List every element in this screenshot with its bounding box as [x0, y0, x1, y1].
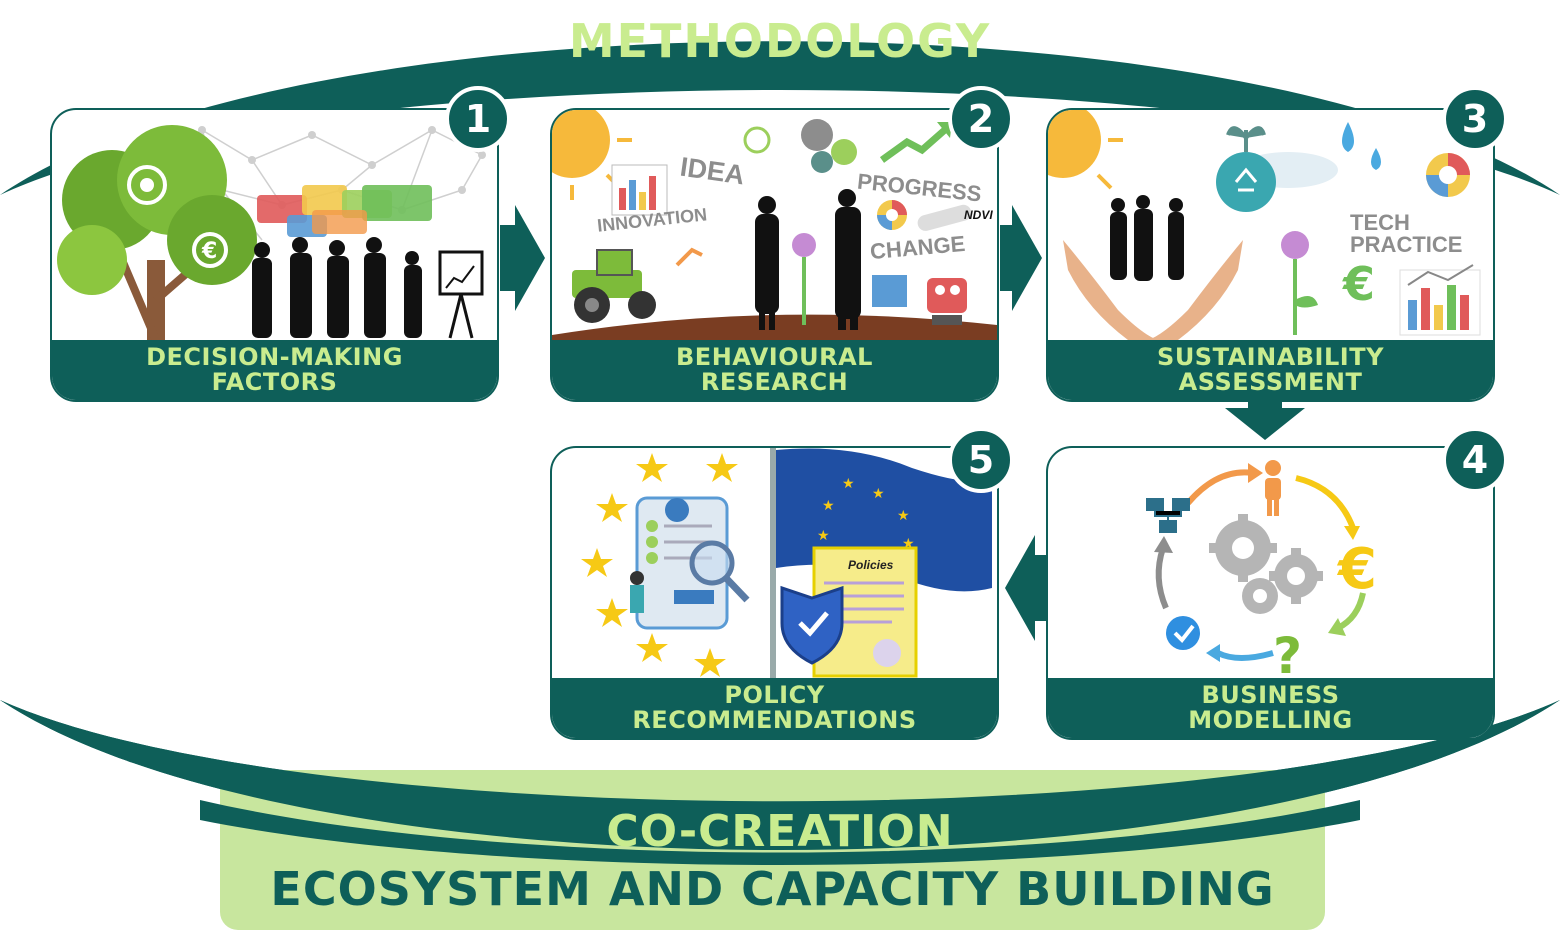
- step-label-1: DECISION-MAKING FACTORS: [52, 340, 497, 400]
- svg-text:€: €: [1336, 537, 1377, 602]
- svg-text:★: ★: [897, 508, 910, 524]
- policy-recommendations-illustration: ★★★★★★★: [581, 448, 992, 678]
- step-card-5: ★★★★★★★ Policies POLICY RECOMMENDATIONS: [550, 446, 999, 740]
- methodology-title: METHODOLOGY: [568, 14, 992, 68]
- svg-text:€: €: [201, 239, 217, 264]
- ecosystem-title: ECOSYSTEM AND CAPACITY BUILDING: [270, 862, 1275, 916]
- svg-text:★: ★: [817, 528, 830, 544]
- behavioural-research-illustration: [552, 110, 997, 340]
- svg-text:★: ★: [872, 486, 885, 502]
- step-card-3: € TECH PRACTICE SUSTAINABILITY ASSESSMEN…: [1046, 108, 1495, 402]
- sustainability-assessment-illustration: €: [1048, 110, 1481, 340]
- top-arc: [0, 41, 1560, 195]
- step-badge-5: 5: [948, 427, 1014, 493]
- svg-text:★: ★: [822, 498, 835, 514]
- arrow-2-to-3: [1000, 205, 1042, 311]
- step-badge-4: 4: [1442, 427, 1508, 493]
- step-badge-3: 3: [1442, 86, 1508, 152]
- decision-making-illustration: €: [57, 125, 486, 340]
- step-badge-2: 2: [948, 86, 1014, 152]
- arrow-1-to-2: [500, 205, 545, 311]
- word-policies: Policies: [848, 558, 894, 572]
- step-label-3: SUSTAINABILITY ASSESSMENT: [1048, 340, 1493, 400]
- step-label-4: BUSINESS MODELLING: [1048, 678, 1493, 738]
- step-label-5: POLICY RECOMMENDATIONS: [552, 678, 997, 738]
- arrow-4-to-5: [1005, 535, 1048, 641]
- svg-text:★: ★: [842, 476, 855, 492]
- step-card-4: € ? BUSINESS MODELLING: [1046, 446, 1495, 740]
- cocreation-title: CO-CREATION: [606, 806, 954, 857]
- step-card-1: € DECISION-MAKING FACTORS: [50, 108, 499, 402]
- arrow-3-to-4: [1225, 398, 1305, 440]
- step-label-2: BEHAVIOURAL RESEARCH: [552, 340, 997, 400]
- word-tech: TECH: [1350, 210, 1410, 235]
- svg-text:?: ?: [1273, 627, 1302, 678]
- svg-text:€: €: [1342, 257, 1375, 311]
- business-modelling-illustration: € ?: [1146, 460, 1377, 678]
- word-practice: PRACTICE: [1350, 232, 1463, 257]
- step-card-2: IDEA INNOVATION PROGRESS CHANGE NDVI BEH…: [550, 108, 999, 402]
- step-badge-1: 1: [445, 86, 511, 152]
- word-ndvi: NDVI: [964, 208, 993, 222]
